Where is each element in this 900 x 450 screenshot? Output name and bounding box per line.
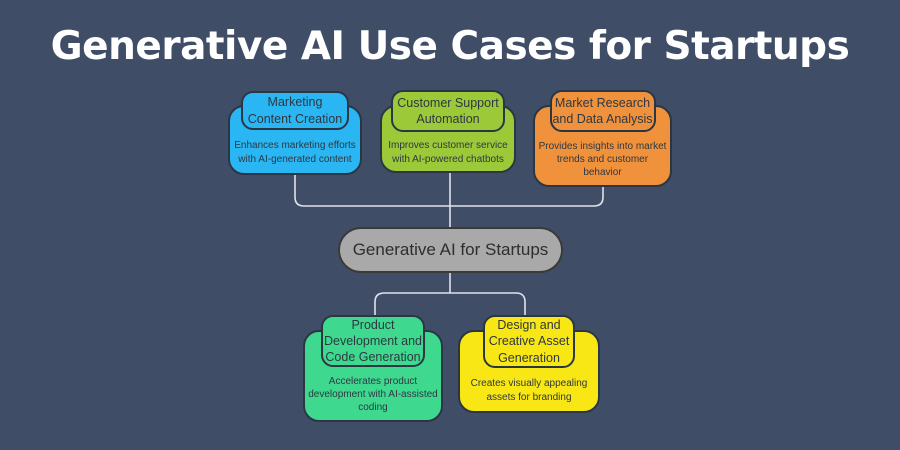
support-description: Improves customer service with AI-powere… bbox=[388, 140, 508, 165]
product-title-box: Product Development and Code Generation bbox=[321, 315, 425, 367]
root-node-generative-ai: Generative AI for Startups bbox=[338, 227, 563, 273]
design-title-box: Design and Creative Asset Generation bbox=[483, 315, 575, 368]
bottom-bus-line bbox=[374, 292, 526, 318]
research-title-box: Market Research and Data Analysis bbox=[549, 90, 656, 132]
node-marketing-content-creation: Enhances marketing efforts with AI-gener… bbox=[228, 91, 362, 175]
node-design-creative-asset: Creates visually appealing assets for br… bbox=[458, 315, 600, 413]
node-customer-support-automation: Improves customer service with AI-powere… bbox=[380, 90, 516, 173]
product-description: Accelerates product development with AI-… bbox=[308, 375, 438, 414]
node-market-research-analysis: Provides insights into market trends and… bbox=[533, 90, 672, 187]
research-title: Market Research and Data Analysis bbox=[552, 95, 653, 126]
node-product-development: Accelerates product development with AI-… bbox=[303, 315, 443, 422]
top-bus-line bbox=[294, 170, 604, 207]
support-title: Customer Support Automation bbox=[397, 95, 499, 126]
support-title-box: Customer Support Automation bbox=[391, 90, 505, 132]
design-title: Design and Creative Asset Generation bbox=[488, 318, 570, 365]
design-description: Creates visually appealing assets for br… bbox=[470, 378, 588, 403]
marketing-description: Enhances marketing efforts with AI-gener… bbox=[234, 140, 356, 165]
page-title: Generative AI Use Cases for Startups bbox=[50, 24, 850, 69]
design-body-box: Creates visually appealing assets for br… bbox=[458, 330, 600, 413]
marketing-title-box: Marketing Content Creation bbox=[241, 91, 349, 130]
marketing-title: Marketing Content Creation bbox=[247, 95, 343, 126]
product-title: Product Development and Code Generation bbox=[324, 317, 422, 365]
research-description: Provides insights into market trends and… bbox=[538, 140, 667, 179]
